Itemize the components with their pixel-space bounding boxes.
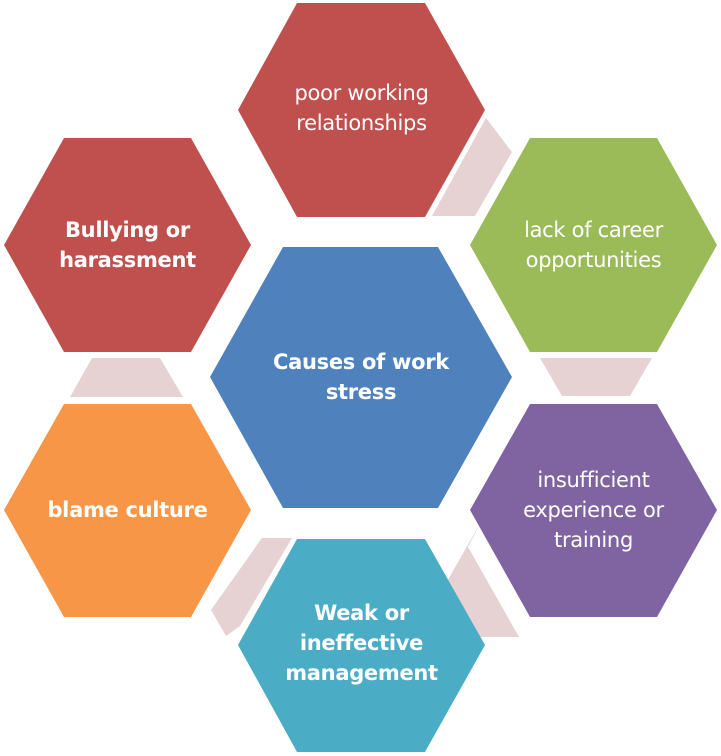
node-label-upper-right: lack of career opportunities <box>524 218 663 272</box>
center-label: Causes of work stress <box>273 350 449 404</box>
connector-top-to-upper-right <box>432 118 512 216</box>
hexagon-center <box>210 247 512 508</box>
node-label-lower-left: blame culture <box>47 498 208 522</box>
connector-bottom-to-lower-left <box>211 538 292 636</box>
hexagon-lower-left <box>4 404 251 617</box>
connector-upper-right-to-lower-right <box>540 358 652 396</box>
node-label-upper-left: Bullying or harassment <box>59 218 196 272</box>
connector-lower-left-to-upper-left <box>70 358 183 397</box>
node-label-top: poor working relationships <box>294 81 429 135</box>
hexagon-upper-right <box>470 138 717 352</box>
hexagon-top <box>238 3 485 217</box>
hexagon-lower-right <box>470 404 717 617</box>
node-label-lower-right: insufficient experience or training <box>523 468 664 552</box>
node-label-bottom: Weak or ineffective management <box>285 601 438 685</box>
hexagon-upper-left <box>4 138 251 352</box>
hexagon-bottom <box>238 539 485 752</box>
